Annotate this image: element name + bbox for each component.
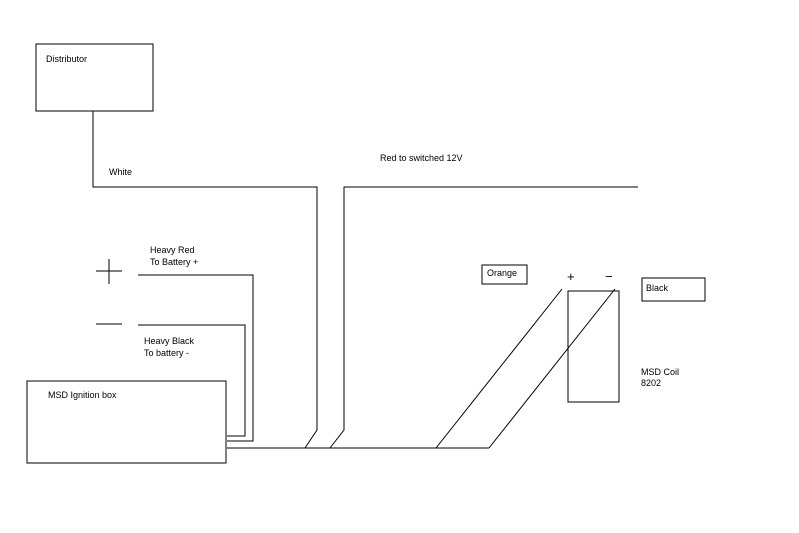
heavy-black-label-1: Heavy Black xyxy=(144,336,195,346)
heavy-black-wire xyxy=(138,324,246,437)
white-wire-label: White xyxy=(109,167,132,177)
black-wire xyxy=(488,288,616,449)
coil-label-1: MSD Coil xyxy=(641,367,679,377)
black-label-box xyxy=(641,277,706,302)
msd-ignition-box xyxy=(26,380,227,464)
orange-label: Orange xyxy=(487,268,517,278)
distributor-box xyxy=(35,43,154,112)
coil-label-2: 8202 xyxy=(641,378,661,388)
white-wire xyxy=(92,111,318,449)
red-switched-wire xyxy=(329,186,638,449)
black-label: Black xyxy=(646,283,669,293)
coil-plus-terminal: + xyxy=(567,269,575,284)
heavy-red-wire xyxy=(138,274,254,442)
heavy-red-label-2: To Battery + xyxy=(150,257,198,267)
heavy-red-label-1: Heavy Red xyxy=(150,245,195,255)
orange-label-box xyxy=(481,264,528,285)
heavy-black-label-2: To battery - xyxy=(144,348,189,358)
msd-ignition-label: MSD Ignition box xyxy=(48,390,117,400)
msd-coil-body xyxy=(567,290,620,403)
distributor-label: Distributor xyxy=(46,54,87,64)
coil-minus-terminal: − xyxy=(605,269,613,284)
red-switched-label: Red to switched 12V xyxy=(380,153,463,163)
orange-wire xyxy=(435,288,563,449)
